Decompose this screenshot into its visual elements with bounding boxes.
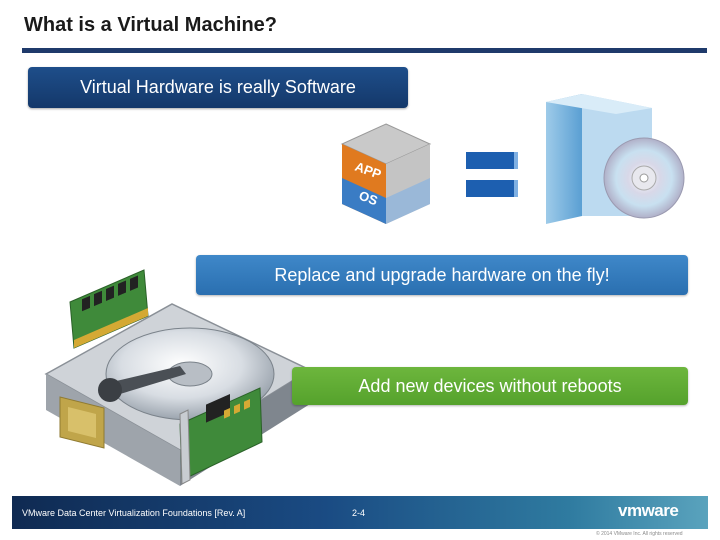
footer-course-title: VMware Data Center Virtualization Founda… bbox=[22, 508, 246, 518]
footer-page-number: 2-4 bbox=[352, 508, 366, 518]
expansion-card-icon bbox=[179, 387, 263, 484]
hard-drive-icon bbox=[44, 303, 312, 486]
cube-os-label: OS bbox=[357, 188, 380, 209]
copyright-notice: © 2014 VMware Inc. All rights reserved bbox=[596, 531, 683, 537]
software-box-icon bbox=[546, 94, 685, 224]
slide-title: What is a Virtual Machine? bbox=[24, 14, 278, 36]
footer-bar bbox=[12, 496, 708, 529]
app-os-cube-icon: APP OS bbox=[340, 123, 432, 224]
callout-replace-upgrade: Replace and upgrade hardware on the fly! bbox=[196, 255, 688, 295]
memory-module-icon bbox=[69, 269, 149, 349]
callout-add-devices: Add new devices without reboots bbox=[292, 367, 688, 405]
vmware-logo: vmware bbox=[618, 501, 679, 520]
callout-virtual-hardware: Virtual Hardware is really Software bbox=[28, 67, 408, 108]
title-underline bbox=[22, 48, 707, 53]
equals-icon bbox=[466, 152, 518, 197]
